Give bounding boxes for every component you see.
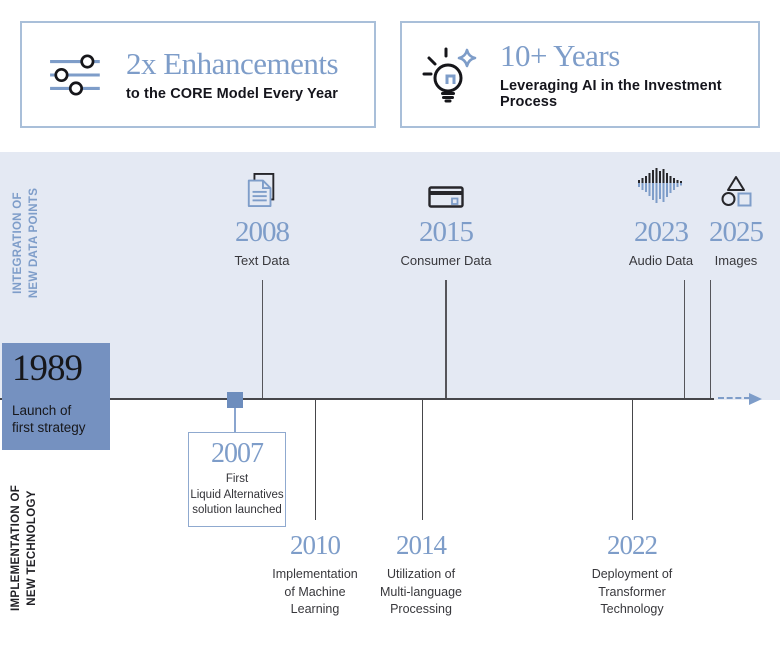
event-year: 2023 — [634, 216, 689, 248]
tick-2014 — [421, 400, 423, 520]
stat-box-enhancements: 2x Enhancements to the CORE Model Every … — [20, 21, 376, 128]
tick-2025 — [709, 280, 711, 398]
event-label: First Liquid Alternatives solution launc… — [190, 473, 284, 517]
event-year: 2007 — [211, 438, 264, 469]
tick-2022 — [631, 400, 633, 520]
event-label: Deployment of Transformer Technology — [591, 567, 673, 616]
event-year: 2014 — [396, 530, 447, 560]
event-year: 2010 — [290, 530, 341, 560]
timeline-line — [0, 398, 714, 400]
event-label: Implementation of Machine Learning — [272, 567, 358, 616]
lightbulb-idea-icon — [420, 46, 480, 104]
tick-2008 — [261, 280, 263, 398]
axis-label-data-points: INTEGRATION OF NEW DATA POINTS — [12, 187, 41, 299]
tick-2015 — [445, 280, 447, 398]
event-year: 2008 — [235, 216, 290, 248]
event-2023: 2023 Audio Data — [601, 163, 721, 268]
event-year: 2015 — [419, 216, 474, 248]
stat-caption: to the CORE Model Every Year — [126, 85, 339, 102]
event-label: Text Data — [234, 253, 290, 268]
tick-2010 — [314, 400, 316, 520]
event-2008: 2008 Text Data — [202, 163, 322, 268]
event-label: Consumer Data — [400, 253, 492, 268]
future-arrow-head — [749, 392, 762, 405]
stat-value: 2x Enhancements — [126, 45, 339, 81]
milestone-2007-connector — [234, 408, 236, 432]
audio-waveform-icon — [636, 163, 686, 209]
future-arrow-line — [718, 397, 750, 399]
event-year: 2025 — [709, 216, 764, 248]
event-2015: 2015 Consumer Data — [386, 163, 506, 268]
event-label: Images — [714, 253, 758, 268]
event-2014: 2014 Utilization of Multi-language Proce… — [346, 532, 496, 619]
stat-box-years: 10+ Years Leveraging AI in the Investmen… — [400, 21, 760, 128]
sliders-icon — [48, 53, 106, 96]
axis-label-technology: IMPLEMENTATION OF NEW TECHNOLOGY — [10, 484, 39, 612]
origin-label: Launch of first strategy — [12, 402, 86, 435]
event-label: Audio Data — [628, 253, 694, 268]
event-2010: 2010 Implementation of Machine Learning — [240, 532, 390, 619]
event-2025: 2025 Images — [676, 163, 780, 268]
tick-2023 — [683, 280, 685, 398]
stat-caption: Leveraging AI in the Investment Process — [500, 77, 722, 110]
credit-card-icon — [428, 163, 464, 209]
event-year: 2022 — [607, 530, 658, 560]
milestone-2007-marker — [227, 392, 243, 408]
stat-value: 10+ Years — [500, 37, 620, 73]
milestone-2007-box: 2007 First Liquid Alternatives solution … — [188, 432, 286, 527]
shapes-icon — [718, 163, 754, 209]
event-2022: 2022 Deployment of Transformer Technolog… — [557, 532, 707, 619]
origin-1989-box: 1989 Launch of first strategy — [2, 343, 110, 450]
event-label: Utilization of Multi-language Processing — [380, 567, 462, 616]
origin-year: 1989 — [12, 348, 83, 389]
documents-icon — [245, 163, 279, 209]
